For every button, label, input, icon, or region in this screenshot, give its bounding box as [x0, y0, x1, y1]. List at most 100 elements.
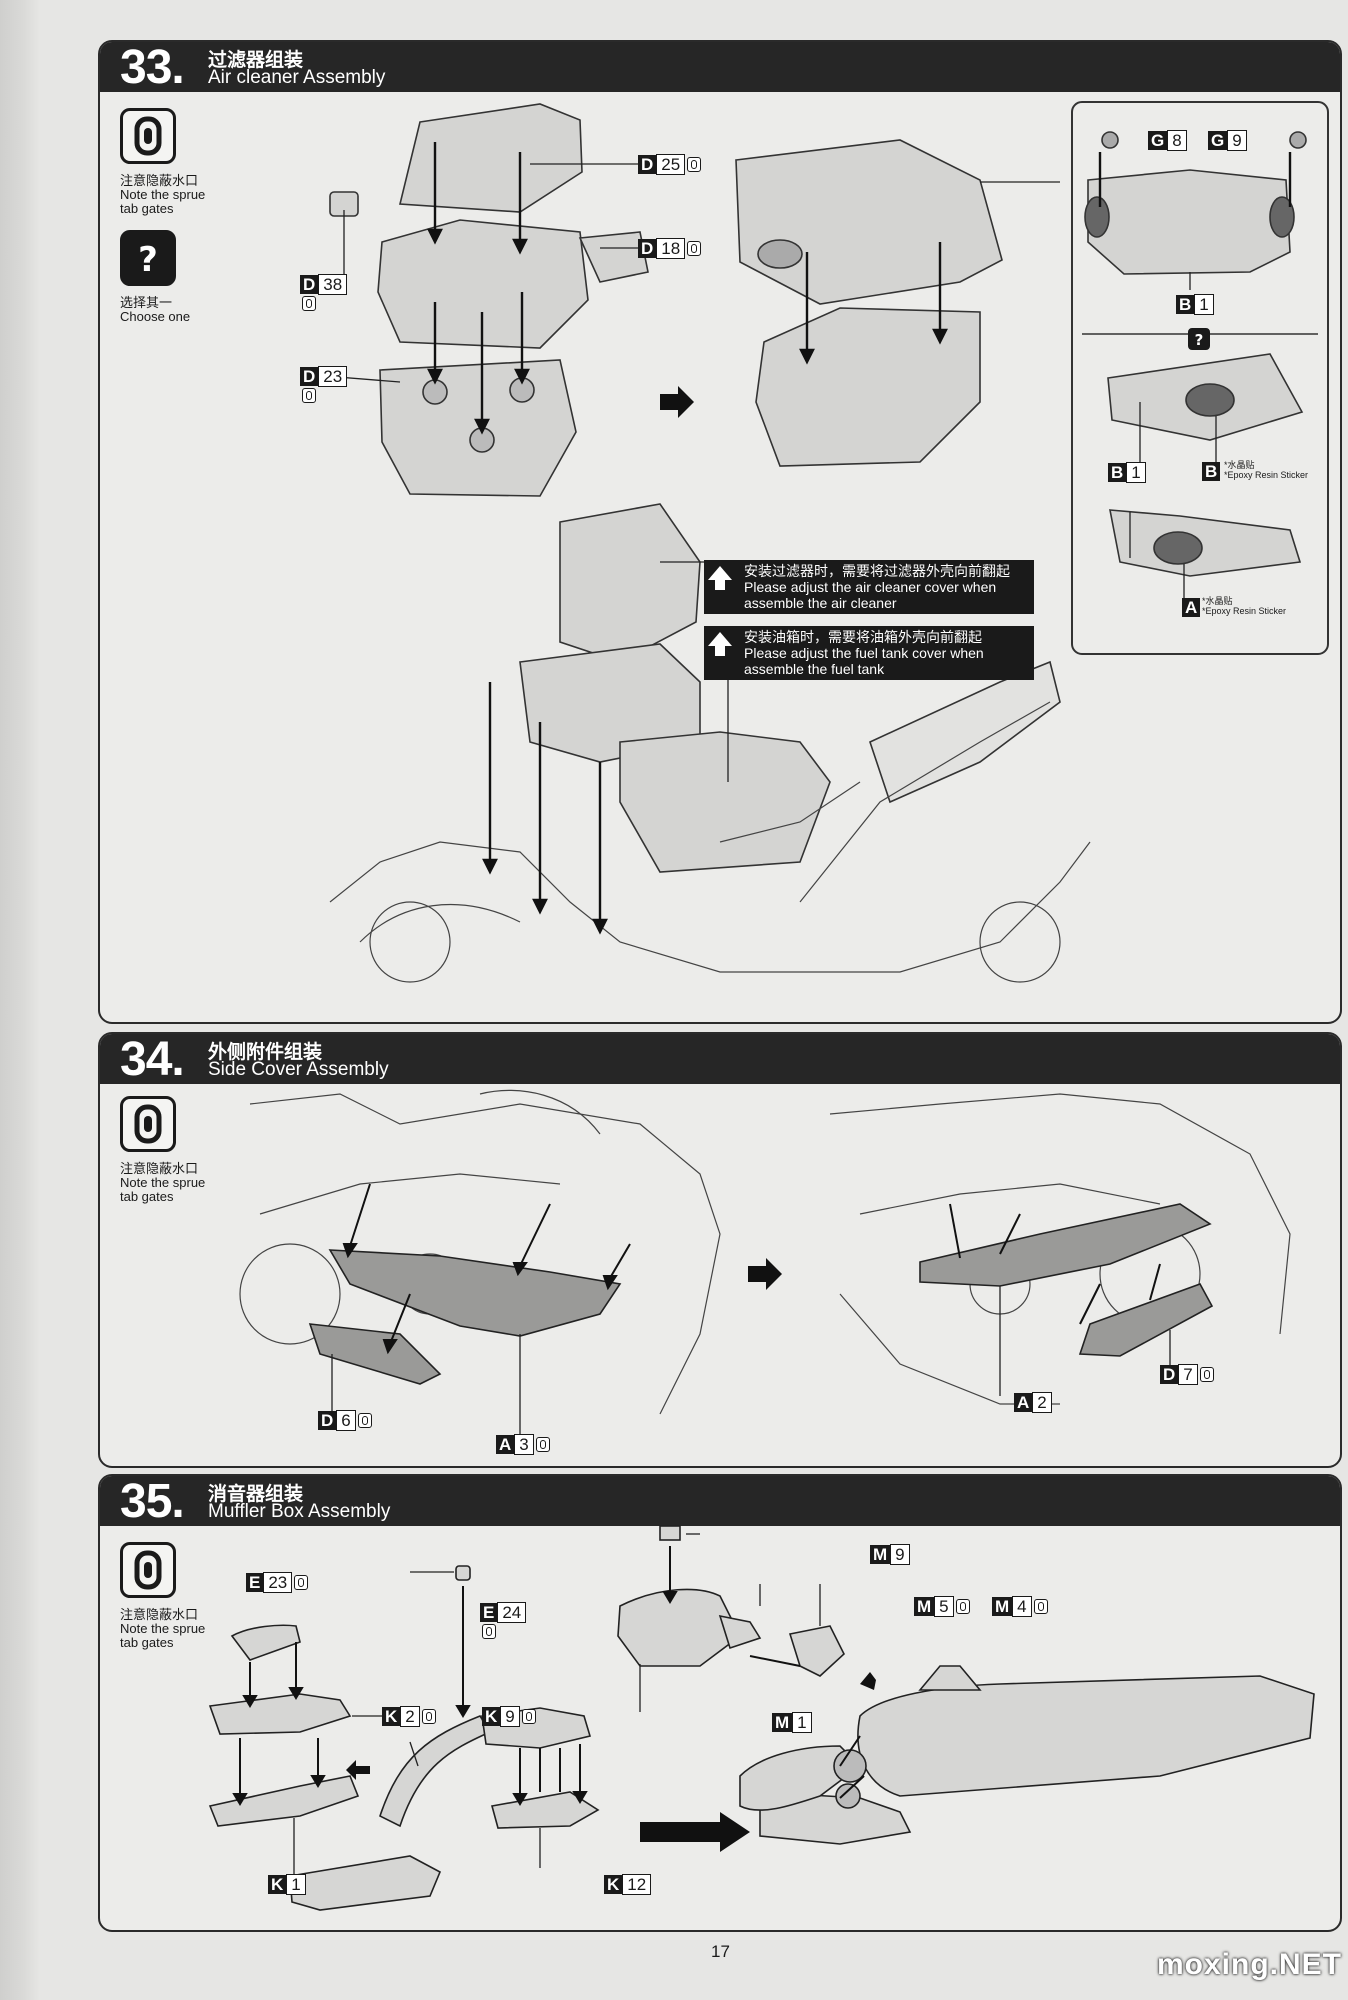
part-number: 2: [1032, 1392, 1052, 1413]
gate-icon: [482, 1624, 496, 1639]
part-number: 9: [1227, 130, 1247, 151]
part-number: 9: [890, 1544, 910, 1565]
gate-icon: [521, 1709, 536, 1724]
part-sprue-letter: K: [382, 1707, 401, 1726]
sprue-note-cn: 注意隐蔽水口: [120, 1161, 199, 1176]
watermark: moxing.NET: [1156, 1948, 1342, 1981]
gate-icon: [302, 388, 316, 403]
sprue-note-en-2: tab gates: [120, 201, 174, 216]
step-33-number: 33.: [120, 41, 185, 94]
step-34-title-cn: 外侧附件组装: [208, 1042, 323, 1063]
air-cleaner-lid-part: [398, 103, 583, 213]
gate-icon: [294, 1575, 309, 1590]
gate-icon: [1033, 1599, 1048, 1614]
callout-air-cleaner: 安装过滤器时，需要将过滤器外壳向前翻起 Please adjust the ai…: [704, 560, 1034, 614]
part-sprue-letter: D: [300, 275, 319, 294]
part-sprue-letter: B: [1176, 295, 1195, 314]
part-sprue-letter: E: [480, 1603, 498, 1622]
option-inset-box: [1071, 101, 1329, 655]
step-34-number: 34.: [120, 1033, 185, 1086]
e24-small-part: [455, 1565, 471, 1581]
choose-one-note: 选择其一 Choose one: [120, 296, 240, 324]
muffler-m1-part: [617, 1588, 742, 1667]
part-number: 1: [792, 1712, 812, 1733]
muffler-k1-part: [208, 1775, 360, 1827]
part-number: 9: [500, 1706, 520, 1727]
sprue-note-en-1: Note the sprue: [120, 187, 206, 202]
part-sprue-letter: A: [1182, 598, 1201, 617]
gate-icon: [687, 241, 702, 256]
air-filter-part: [377, 219, 589, 349]
callout-air-cleaner-cn: 安装过滤器时，需要将过滤器外壳向前翻起: [744, 563, 1010, 579]
page-number: 17: [711, 1942, 730, 1961]
side-cover-a3-part: [328, 1249, 622, 1337]
part-sprue-letter: M: [870, 1545, 891, 1564]
part-number: 25: [656, 154, 686, 175]
muffler-m4-part: [788, 1625, 845, 1677]
sprue-note: 注意隐蔽水口 Note the sprue tab gates: [120, 174, 240, 216]
step-34-result-arrow: [748, 1258, 782, 1290]
muffler-m9-part: [659, 1525, 681, 1541]
choose-one-en: Choose one: [120, 309, 191, 324]
sprue-note-en-1: Note the sprue: [120, 1621, 206, 1636]
part-sprue-letter: A: [1014, 1393, 1033, 1412]
sprue-note-en-2: tab gates: [120, 1189, 174, 1204]
step-33-title-cn: 过滤器组装: [208, 50, 304, 71]
side-cover-d7-part: [1078, 1283, 1214, 1357]
part-number: 24: [497, 1602, 527, 1623]
gate-icon-d38: [300, 296, 316, 311]
page-edge: [0, 0, 40, 2000]
gate-icon: [955, 1599, 970, 1614]
step-35-title-en: Muffler Box Assembly: [208, 1501, 391, 1522]
step-34-artwork: [239, 1089, 1291, 1436]
part-number: 7: [1178, 1364, 1198, 1385]
part-number: 12: [622, 1874, 652, 1895]
part-number: 38: [318, 274, 348, 295]
sticker-note-a-en: *Epoxy Resin Sticker: [1202, 606, 1287, 616]
part-sprue-letter: D: [300, 367, 319, 386]
part-number: 5: [934, 1596, 954, 1617]
callout-fuel-tank-en-2: assemble the fuel tank: [744, 661, 885, 677]
sprue-tab-icon: [120, 1096, 176, 1152]
sprue-tab-icon: [120, 108, 176, 164]
gate-icon: [535, 1437, 550, 1452]
muffler-e23-part: [230, 1624, 301, 1661]
sticker-note-b: *水晶贴*Epoxy Resin Sticker: [1224, 460, 1308, 480]
part-sprue-letter: M: [914, 1597, 935, 1616]
sticker-note-b-cn: *水晶贴: [1224, 460, 1255, 470]
sprue-note-en-1: Note the sprue: [120, 1175, 206, 1190]
part-sprue-letter: K: [604, 1875, 623, 1894]
choose-one-small-icon: ?: [1188, 328, 1210, 350]
sprue-note-cn: 注意隐蔽水口: [120, 1607, 199, 1622]
sprue-note-cn: 注意隐蔽水口: [120, 173, 199, 188]
part-number: 18: [656, 238, 686, 259]
part-number: 2: [400, 1706, 420, 1727]
callout-fuel-tank-en-1: Please adjust the fuel tank cover when: [744, 645, 984, 661]
up-arrow-icon: [708, 566, 732, 590]
callout-air-cleaner-en-1: Please adjust the air cleaner cover when: [744, 579, 997, 595]
choose-one-icon: ?: [120, 230, 176, 286]
part-sprue-letter: D: [638, 155, 657, 174]
down-right-arrow-icon: [860, 1672, 876, 1690]
muffler-k12-part: [490, 1791, 600, 1829]
part-number: 23: [263, 1572, 293, 1593]
gate-icon: [302, 296, 316, 311]
gate-icon: [1199, 1367, 1214, 1382]
side-panel-option-a-part: [1109, 509, 1302, 577]
part-number: 6: [336, 1410, 356, 1431]
part-sprue-letter: M: [772, 1713, 793, 1732]
